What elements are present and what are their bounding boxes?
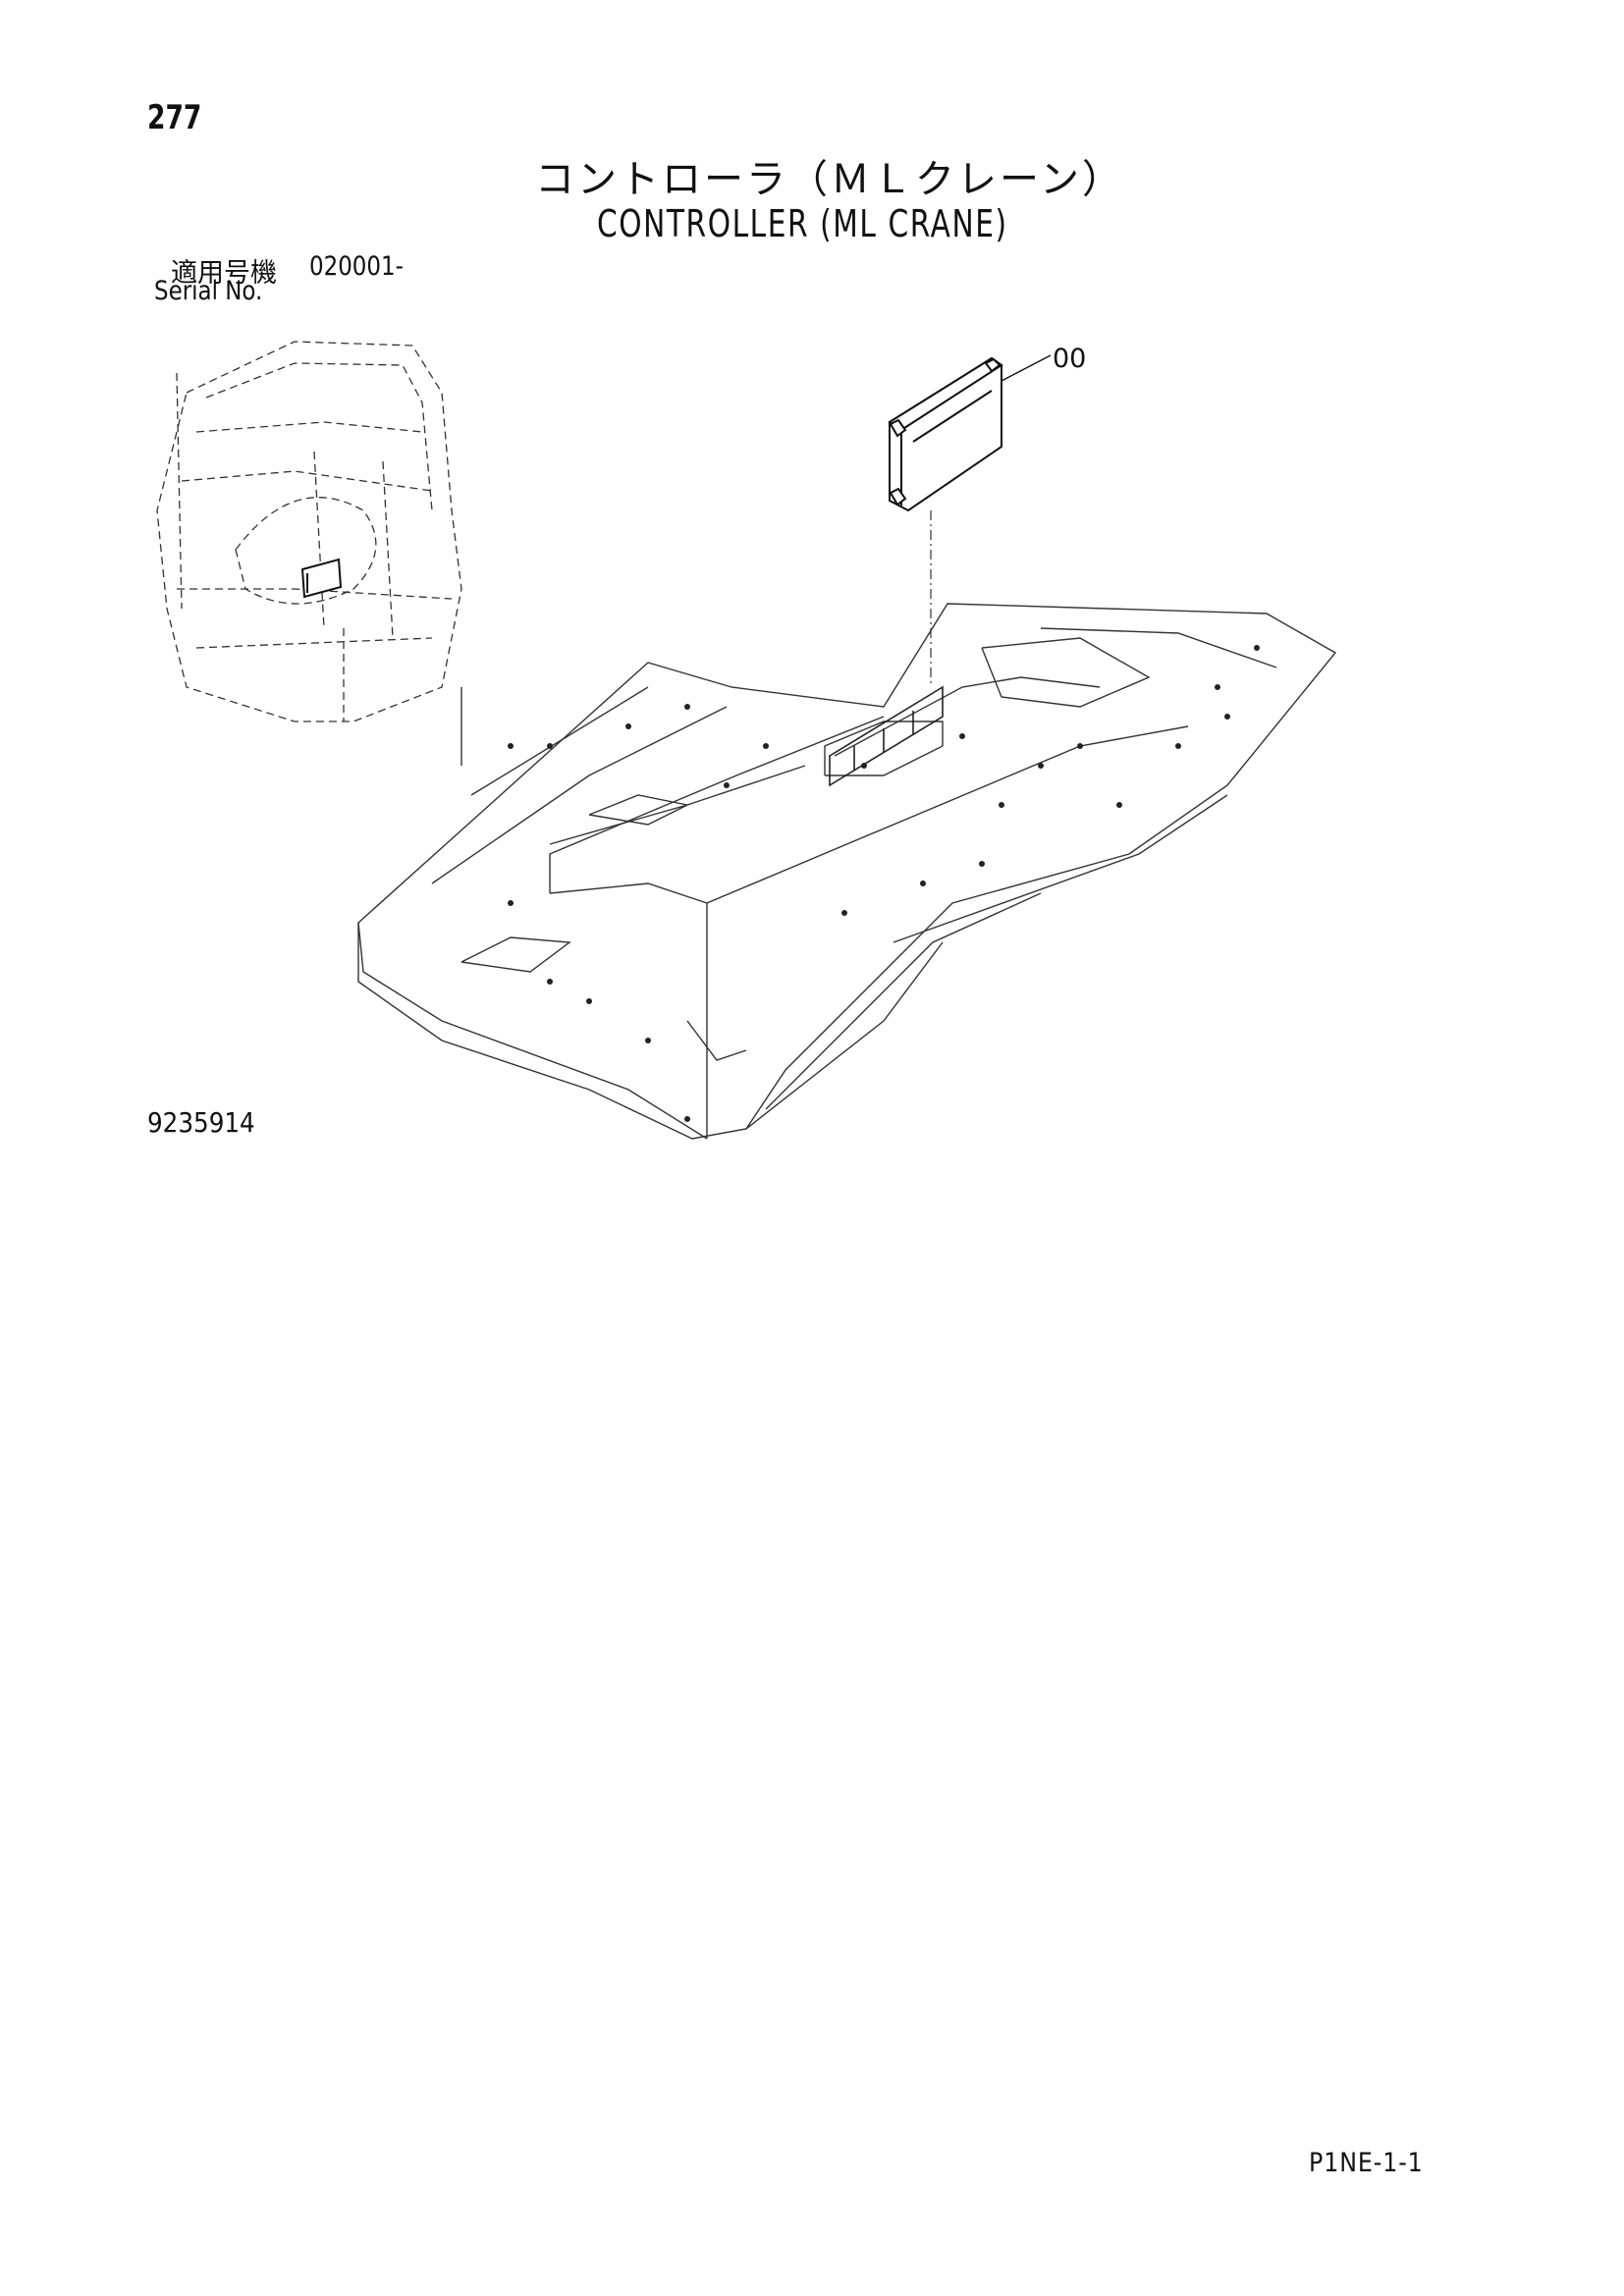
- title-japanese: コントローラ（ＭＬクレーン）: [535, 157, 1124, 202]
- serial-number-value: 020001-: [309, 251, 404, 282]
- controller-mounting-bracket: [830, 687, 943, 785]
- callout-leader: [1001, 355, 1051, 381]
- controller-unit-part-00: [890, 358, 1001, 510]
- exploded-parts-drawing: [0, 0, 1624, 1227]
- page-number: 277: [147, 98, 202, 137]
- title-english: CONTROLLER (ML CRANE): [597, 202, 1008, 245]
- serial-label-japanese: 適用号機: [171, 258, 277, 289]
- page-code: P1NE-1-1: [1309, 2148, 1424, 2178]
- drawing-number: 9235914: [147, 1106, 255, 1139]
- cab-controller-marker: [302, 560, 341, 597]
- upper-frame-drawing: [358, 604, 1335, 1139]
- cab-inset-drawing: [157, 342, 461, 721]
- part-callout-label: 00: [1053, 344, 1087, 374]
- frame-bolt-holes: [508, 645, 1260, 1122]
- serial-label-english: Serial No.: [154, 276, 263, 306]
